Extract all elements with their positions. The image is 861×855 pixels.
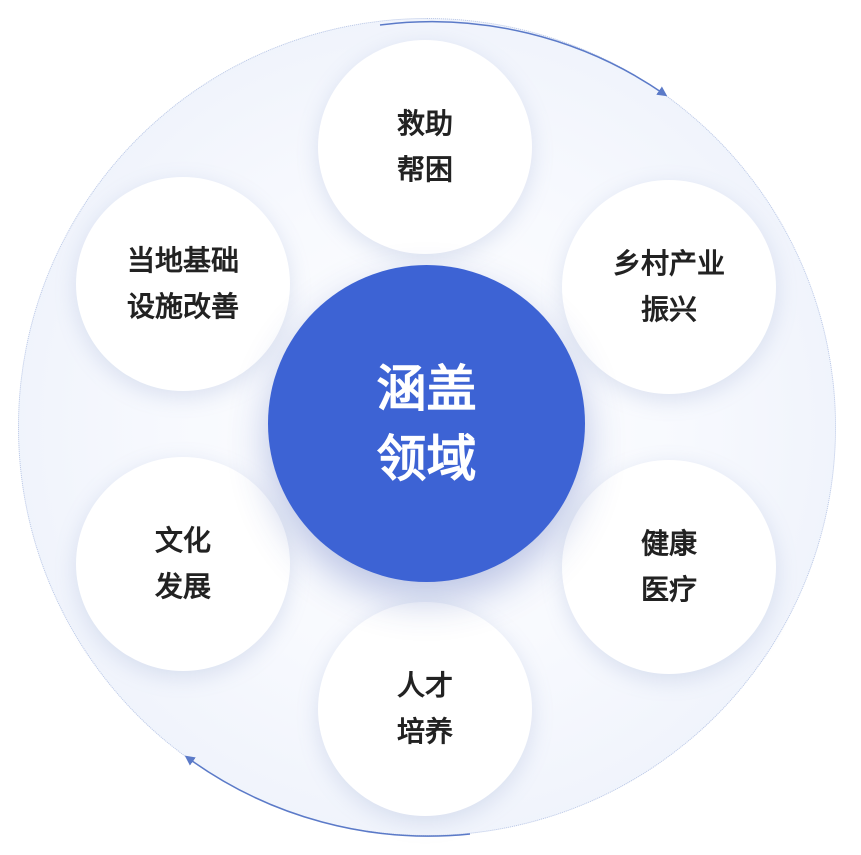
- node-bottom-left-line2: 发展: [154, 570, 211, 603]
- node-top-left-line1: 当地基础: [126, 244, 239, 277]
- node-top-left: 当地基础 设施改善: [76, 177, 290, 391]
- node-bottom-left-line1: 文化: [154, 524, 211, 557]
- node-top-right-line1: 乡村产业: [612, 247, 725, 280]
- node-top-line1: 救助: [396, 107, 453, 140]
- center-circle: 涵盖 领域: [268, 265, 585, 582]
- node-top-line2: 帮困: [396, 153, 453, 186]
- node-top-right-line2: 振兴: [640, 293, 697, 326]
- node-bottom-line2: 培养: [396, 715, 453, 748]
- node-bottom-right-line1: 健康: [640, 527, 697, 560]
- center-line1: 涵盖: [376, 359, 477, 418]
- node-top-left-line2: 设施改善: [126, 290, 239, 323]
- node-bottom-right-line2: 医疗: [640, 573, 697, 606]
- node-bottom-left: 文化 发展: [76, 457, 290, 671]
- node-top-right: 乡村产业 振兴: [562, 180, 776, 394]
- node-top: 救助 帮困: [318, 40, 532, 254]
- node-bottom: 人才 培养: [318, 602, 532, 816]
- node-bottom-line1: 人才: [396, 669, 453, 702]
- center-line2: 领域: [376, 429, 477, 488]
- node-bottom-right: 健康 医疗: [562, 460, 776, 674]
